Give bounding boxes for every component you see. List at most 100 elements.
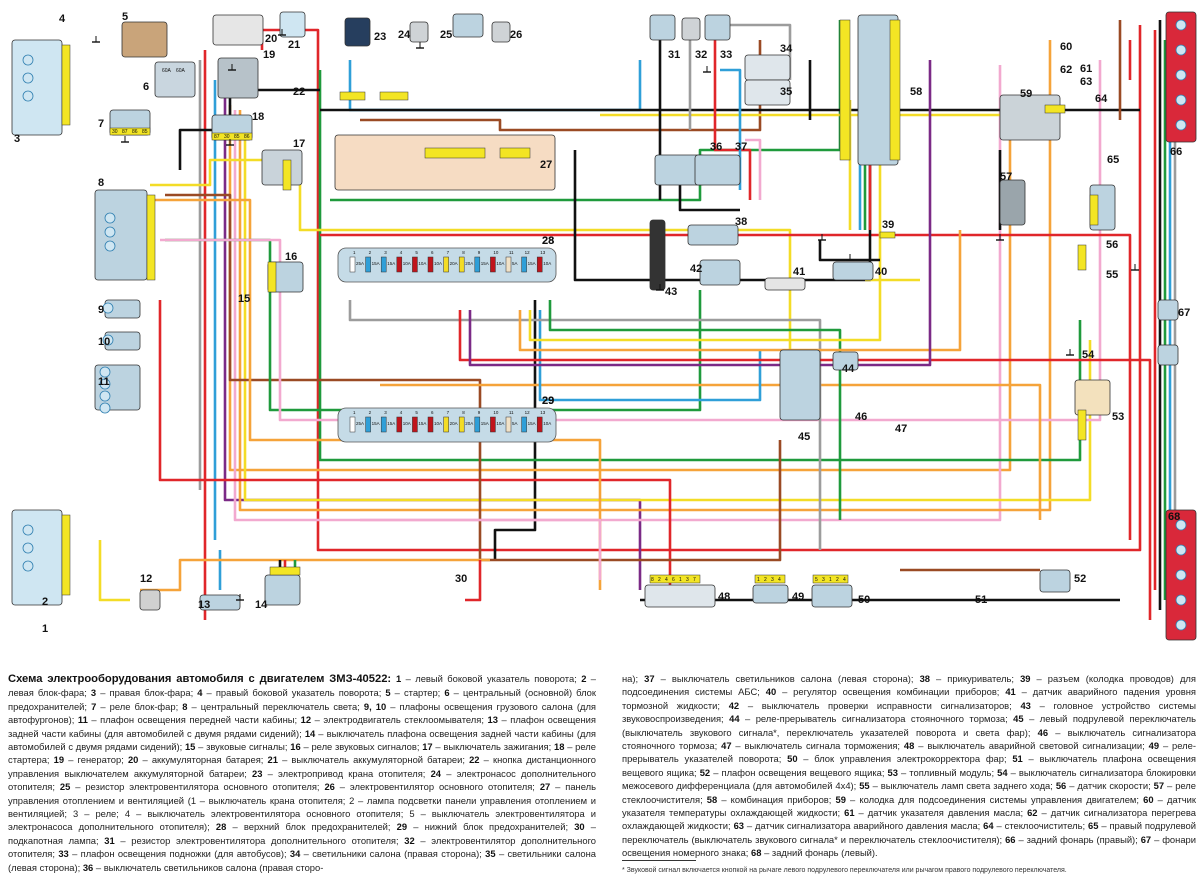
brake-fluid-sensor-41	[764, 277, 806, 291]
hazard-pin: 1	[679, 577, 682, 583]
fuse	[427, 416, 434, 433]
legend-text: – светильники салона (левая сторона);	[8, 848, 597, 873]
fuse	[474, 416, 481, 433]
legend-text: – выключатель аккумуляторной батареи;	[277, 754, 470, 766]
component-label-13: 13	[198, 599, 210, 611]
component-label-31: 31	[668, 49, 680, 61]
legend-number: 55	[859, 780, 870, 792]
wire-green	[548, 300, 842, 520]
connector-pin: 5	[815, 577, 818, 583]
headlamp-right-3	[11, 39, 63, 136]
flasher-relay-49	[752, 584, 789, 604]
ground-icon	[92, 36, 100, 43]
hazard-pin: 8	[651, 577, 654, 583]
legend-number: 56	[1055, 780, 1067, 792]
legend-text: – датчик сигнализатора перегрева охлажда…	[622, 807, 1196, 832]
legend-text: – регулятор освещения комбинации приборо…	[776, 686, 1006, 698]
fuse-number: 8	[462, 250, 465, 255]
component-label-64: 64	[1095, 93, 1108, 105]
component-label-20: 20	[265, 33, 277, 45]
legend-number: 24	[430, 767, 441, 779]
legend-text: – плафон освещения вещевого ящика;	[710, 766, 888, 778]
connector-block	[839, 19, 851, 161]
fuse-rating: 15A	[481, 421, 489, 426]
wire-brown	[165, 193, 782, 562]
legend-text: – верхний блок предохранителей;	[226, 821, 397, 833]
component-label-55: 55	[1106, 269, 1118, 281]
bulb-icon	[99, 378, 111, 390]
component-label-24: 24	[398, 29, 411, 41]
legend-text: – выключатель светильников салона (права…	[93, 861, 324, 873]
legend-text: – датчик аварийного падения уровня тормо…	[622, 686, 1196, 711]
legend-number: 16	[290, 741, 301, 753]
legend-text: – стеклоочиститель;	[993, 820, 1089, 832]
battery-20	[212, 14, 264, 46]
legend-number: 1	[396, 673, 402, 684]
left-stalk-45-block	[779, 349, 821, 421]
fuse	[490, 256, 496, 273]
component-label-8: 8	[98, 177, 104, 189]
legend-text: – выключатель светильников салона (левая…	[654, 673, 920, 684]
legend-text: – реле стартера;	[8, 741, 596, 766]
fuse-number: 13	[540, 410, 546, 415]
caption-title: Схема электрооборудования автомобиля с д…	[8, 673, 397, 685]
component-label-36: 36	[710, 141, 722, 153]
legend-number: 8	[182, 700, 188, 712]
fuse	[536, 416, 543, 433]
component-label-54: 54	[1082, 349, 1095, 361]
fuse-number: 2	[369, 410, 372, 415]
bulb-icon	[22, 54, 34, 66]
component-label-29: 29	[542, 395, 554, 407]
legend-number: 34	[289, 848, 301, 860]
connector-block	[61, 514, 71, 596]
component-label-50: 50	[858, 594, 870, 606]
component-label-67: 67	[1178, 307, 1190, 319]
fuse	[536, 256, 543, 273]
legend-number: 51	[1012, 753, 1023, 765]
fuse-number: 6	[431, 410, 434, 415]
wire-red	[320, 233, 1132, 540]
component-label-46: 46	[855, 411, 867, 423]
footnote: * Звуковой сигнал включается кнопкой на …	[622, 867, 1067, 874]
component-label-47: 47	[895, 423, 907, 435]
component-label-3: 3	[14, 133, 20, 145]
fuse	[458, 256, 465, 273]
legend-text: – светильники салона (правая сторона);	[300, 848, 486, 860]
legend-text: – реле стеклоочистителя;	[622, 780, 1196, 805]
fuse-rating: 15A	[528, 261, 536, 266]
component-label-2: 2	[42, 596, 48, 608]
fuse-rating: 10A	[543, 421, 551, 426]
legend-number: 6	[444, 687, 450, 699]
fuse-number: 12	[525, 410, 531, 415]
legend-text: – прикуриватель;	[930, 673, 1021, 684]
component-label-48: 48	[718, 591, 730, 603]
relay-pin: 85	[234, 134, 240, 140]
fuse-rating: 10A	[403, 421, 411, 426]
fuse	[412, 256, 418, 273]
legend-number: 19	[53, 754, 65, 766]
legend-text: – аккумуляторная батарея;	[138, 754, 268, 766]
relay-pin: 3	[771, 577, 774, 583]
legend-number: 13	[487, 714, 498, 726]
fuse	[365, 416, 371, 433]
legend-number: 9, 10	[363, 700, 387, 712]
fuse	[443, 416, 449, 433]
legend-number: 44	[729, 713, 740, 725]
fan-26	[491, 21, 511, 43]
fuse	[521, 416, 527, 433]
legend-number: 53	[887, 766, 898, 778]
connector-pin: 3	[822, 577, 825, 583]
fuse-number: 8	[462, 410, 465, 415]
wire-harness	[20, 20, 1177, 620]
fuse	[427, 256, 434, 273]
bulb-icon	[1175, 569, 1187, 581]
component-label-39: 39	[882, 219, 894, 231]
ground-icon	[818, 234, 826, 241]
bulb-icon	[102, 302, 114, 314]
relay-pin: 1	[757, 577, 760, 583]
fuse-rating: 20A	[450, 421, 458, 426]
legend-text: – электровентилятор дополнительного отоп…	[8, 834, 597, 860]
ground-icon	[846, 254, 854, 261]
ground-icon	[703, 66, 711, 73]
ground-icon	[996, 234, 1004, 241]
